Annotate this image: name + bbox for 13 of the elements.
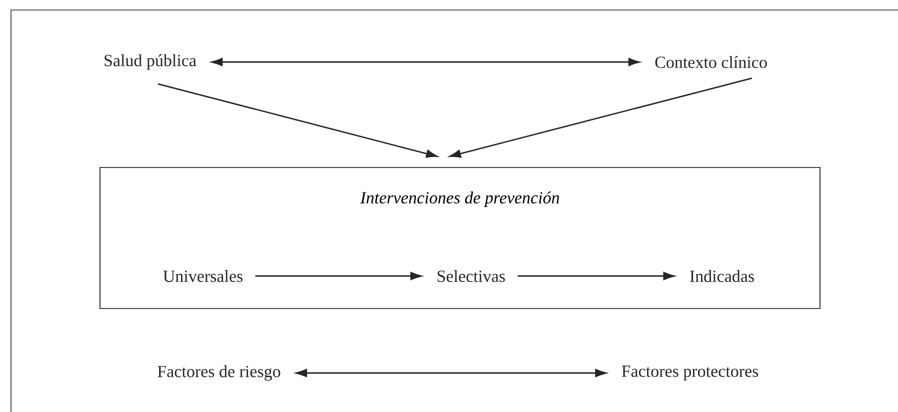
node-label: Contexto clínico bbox=[655, 56, 767, 68]
node-label: Selectivas bbox=[438, 270, 505, 282]
arrow bbox=[255, 272, 422, 280]
node-label: Salud pública bbox=[104, 54, 196, 70]
node-label: Factores de riesgo bbox=[158, 365, 280, 381]
node-label: Universales bbox=[163, 270, 243, 282]
node-label: Indicadas bbox=[690, 270, 754, 282]
arrow bbox=[211, 58, 640, 66]
arrow bbox=[158, 83, 438, 158]
node-label: Factores protectores bbox=[622, 366, 758, 380]
arrow bbox=[450, 78, 752, 158]
arrow bbox=[518, 272, 675, 280]
arrow bbox=[296, 368, 606, 378]
